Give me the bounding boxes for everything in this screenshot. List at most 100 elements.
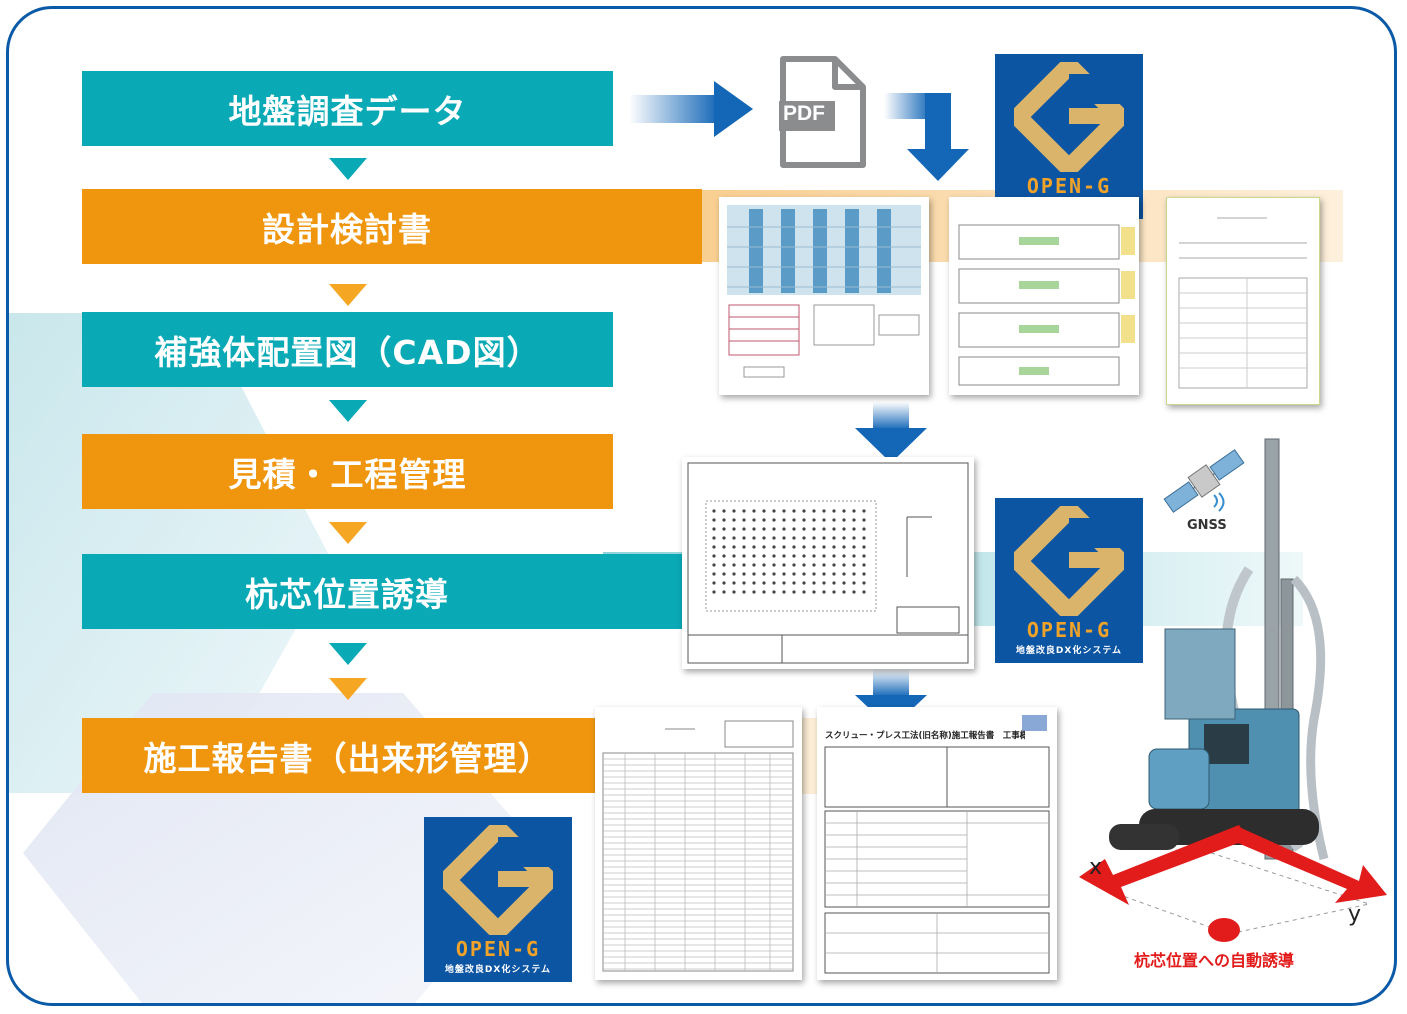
gnss-label: GNSS xyxy=(1187,518,1227,533)
pile-mark xyxy=(752,572,756,576)
pile-mark xyxy=(832,563,836,567)
pile-mark xyxy=(812,518,816,522)
pile-mark xyxy=(792,554,796,558)
pile-mark xyxy=(822,581,826,585)
down-triangle-icon xyxy=(329,678,367,700)
pile-mark xyxy=(812,554,816,558)
pile-mark xyxy=(762,590,766,594)
down-triangle-icon xyxy=(329,158,367,180)
logo-subtitle: 地盤改良DX化システム xyxy=(444,965,552,975)
measurement-table-thumbnail xyxy=(595,707,802,980)
pile-mark xyxy=(852,527,856,531)
pile-mark xyxy=(822,545,826,549)
pile-mark xyxy=(842,527,846,531)
pile-mark xyxy=(862,518,866,522)
pile-mark xyxy=(842,518,846,522)
open-g-emblem-icon xyxy=(1014,62,1124,172)
pile-mark xyxy=(742,545,746,549)
pile-mark xyxy=(842,563,846,567)
pile-mark xyxy=(842,545,846,549)
pile-mark xyxy=(812,509,816,513)
pile-mark xyxy=(772,590,776,594)
pile-mark xyxy=(802,518,806,522)
pile-mark xyxy=(822,536,826,540)
pdf-file-icon xyxy=(779,56,866,168)
pile-mark xyxy=(802,545,806,549)
pdf-label: PDF xyxy=(783,102,825,125)
pile-mark xyxy=(762,536,766,540)
open-g-emblem-icon xyxy=(1014,506,1124,616)
pile-mark xyxy=(862,545,866,549)
pile-mark xyxy=(832,509,836,513)
pile-mark xyxy=(762,572,766,576)
pile-mark xyxy=(772,509,776,513)
pile-mark xyxy=(732,545,736,549)
pile-mark xyxy=(722,554,726,558)
pile-mark xyxy=(732,527,736,531)
pile-mark xyxy=(752,518,756,522)
pile-mark xyxy=(712,545,716,549)
pile-mark xyxy=(832,554,836,558)
pile-mark xyxy=(742,572,746,576)
pile-mark xyxy=(752,545,756,549)
pile-mark xyxy=(862,554,866,558)
pile-mark xyxy=(802,554,806,558)
pile-mark xyxy=(712,518,716,522)
pile-mark xyxy=(732,536,736,540)
step-label: 杭芯位置誘導 xyxy=(245,574,449,614)
pile-mark xyxy=(802,581,806,585)
pile-mark xyxy=(792,518,796,522)
down-triangle-icon xyxy=(329,284,367,306)
pile-mark xyxy=(812,581,816,585)
pile-mark xyxy=(762,554,766,558)
step-label: 施工報告書（出来形管理） xyxy=(143,738,552,778)
design-calculation-thumbnail xyxy=(949,197,1139,395)
pile-mark xyxy=(812,545,816,549)
step-construction-report: 施工報告書（出来形管理） xyxy=(82,718,613,793)
pile-mark xyxy=(792,536,796,540)
pile-mark xyxy=(732,554,736,558)
pile-mark xyxy=(782,509,786,513)
pile-mark xyxy=(862,572,866,576)
logo-subtitle: 地盤改良DX化システム xyxy=(1015,646,1123,656)
pile-mark xyxy=(752,554,756,558)
pile-mark xyxy=(832,590,836,594)
open-g-logo: OPEN-G 地盤改良DX化システム xyxy=(424,817,572,982)
pile-mark xyxy=(842,590,846,594)
pile-mark xyxy=(772,527,776,531)
pile-mark xyxy=(792,572,796,576)
pile-mark xyxy=(862,563,866,567)
pile-mark xyxy=(712,554,716,558)
pile-mark xyxy=(822,554,826,558)
pile-mark xyxy=(742,563,746,567)
step-label: 地盤調査データ xyxy=(228,91,467,131)
pile-mark xyxy=(822,527,826,531)
pile-mark xyxy=(722,590,726,594)
logo-wordmark: OPEN-G xyxy=(455,937,541,961)
calculation-graphic xyxy=(958,224,1135,386)
pile-mark xyxy=(722,536,726,540)
pile-mark xyxy=(752,590,756,594)
pile-mark xyxy=(812,527,816,531)
pile-mark xyxy=(712,581,716,585)
step-design-review: 設計検討書 xyxy=(82,189,702,264)
pile-mark xyxy=(832,545,836,549)
pile-mark xyxy=(862,590,866,594)
logo-wordmark: OPEN-G xyxy=(1026,174,1112,198)
down-triangle-icon xyxy=(329,643,367,665)
pile-mark xyxy=(712,527,716,531)
pile-mark xyxy=(852,509,856,513)
pile-mark xyxy=(852,581,856,585)
pile-mark xyxy=(832,527,836,531)
pile-mark xyxy=(722,509,726,513)
pile-mark xyxy=(802,563,806,567)
pile-mark xyxy=(842,536,846,540)
pile-mark xyxy=(802,536,806,540)
pile-mark xyxy=(812,590,816,594)
work-report-title: スクリュー・プレス工法(旧名称)施工報告書 工事概要書 xyxy=(825,731,1025,741)
work-report-graphic xyxy=(824,715,1050,974)
step-label: 見積・工程管理 xyxy=(228,454,467,494)
step-survey-data: 地盤調査データ xyxy=(82,71,613,146)
pile-mark xyxy=(722,518,726,522)
down-triangle-icon xyxy=(329,400,367,422)
